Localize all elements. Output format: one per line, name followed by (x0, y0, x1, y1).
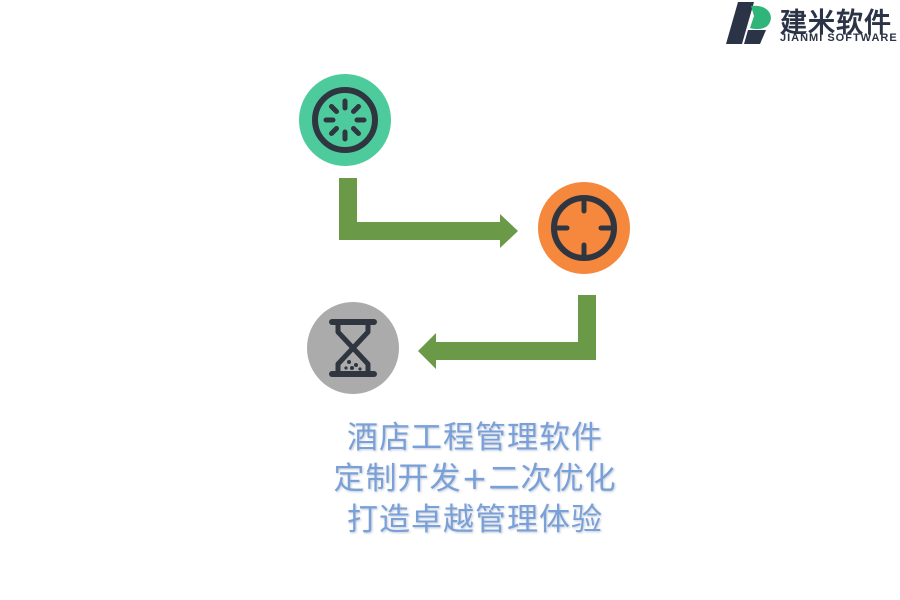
loading-icon (312, 87, 378, 153)
brand-name-en: JIANMI SOFTWARE (780, 32, 898, 44)
caption-block: 酒店工程管理软件 定制开发+二次优化 打造卓越管理体验 (300, 418, 650, 541)
arrow-right (339, 178, 518, 248)
process-flow (299, 74, 630, 394)
crosshair-icon (551, 195, 617, 261)
step-2 (538, 182, 630, 274)
step-1 (299, 74, 391, 166)
step-3 (307, 302, 399, 394)
arrow-left (418, 295, 596, 369)
jianmi-logo-icon (726, 2, 771, 44)
brand-name-cn: 建米软件 (780, 8, 892, 39)
caption-line-2: 定制开发+二次优化 (333, 461, 617, 497)
caption-line-3: 打造卓越管理体验 (347, 502, 603, 538)
brand-logo: 建米软件 JIANMI SOFTWARE (724, 0, 900, 48)
caption-line-1: 酒店工程管理软件 (347, 420, 603, 456)
hourglass-icon (329, 319, 377, 377)
